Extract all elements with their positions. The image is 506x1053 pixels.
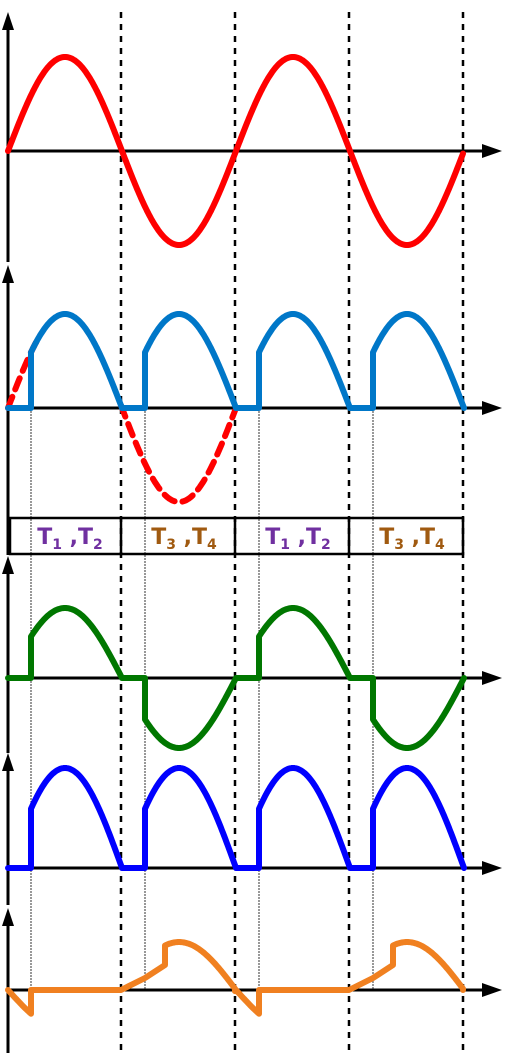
conduction-label-3: T1 ,T2 [265,525,331,553]
conduction-label-4: T3 ,T4 [379,525,445,553]
conduction-label-frame [8,516,465,556]
label-4-main1: T [379,525,394,550]
y-axis-arrow-panel-4 [2,753,14,771]
x-axis-arrow-panel-3 [482,671,502,685]
rectified-output-wave [5,311,467,411]
y-axis-arrow-panel-5 [2,908,14,926]
source-current-wave [5,605,467,751]
x-axis-arrow-panel-4 [482,861,502,875]
label-1-main1: T [37,525,52,550]
label-2-sub1: 3 [166,537,176,553]
label-3-sep: , [290,525,306,550]
x-axis-arrow-panel-1 [482,144,502,158]
label-2-main1: T [151,525,166,550]
label-3-main1: T [265,525,280,550]
conduction-label-row: T1 ,T2 T3 ,T4 T1 ,T2 T3 ,T4 [8,516,465,556]
label-4-main2: T [420,525,435,550]
y-axis-arrow-panel-1 [2,12,14,30]
thyristor-voltage-wave [5,939,466,1017]
firing-angle-lines [30,408,374,990]
x-axis-arrow-panel-5 [482,983,502,997]
x-axis-arrow-panel-2 [482,401,502,415]
label-2-sub2: 4 [207,537,217,553]
y-axis-arrow-panel-2 [2,265,14,283]
label-3-sub2: 2 [321,537,331,553]
source-voltage-sine-wave [5,54,466,248]
label-4-sub1: 3 [394,537,404,553]
label-1-sub1: 1 [52,537,62,553]
label-2-main2: T [192,525,207,550]
load-voltage-wave [5,765,467,871]
label-3-main2: T [306,525,321,550]
conduction-label-1: T1 ,T2 [37,525,103,553]
y-axis-arrow-panel-3 [2,556,14,574]
label-2-sep: , [176,525,192,550]
label-1-sub2: 2 [93,537,103,553]
label-4-sep: , [404,525,420,550]
label-4-sub2: 4 [435,537,445,553]
label-1-sep: , [62,525,78,550]
label-3-sub1: 1 [280,537,290,553]
label-1-main2: T [78,525,93,550]
conduction-label-2: T3 ,T4 [151,525,217,553]
